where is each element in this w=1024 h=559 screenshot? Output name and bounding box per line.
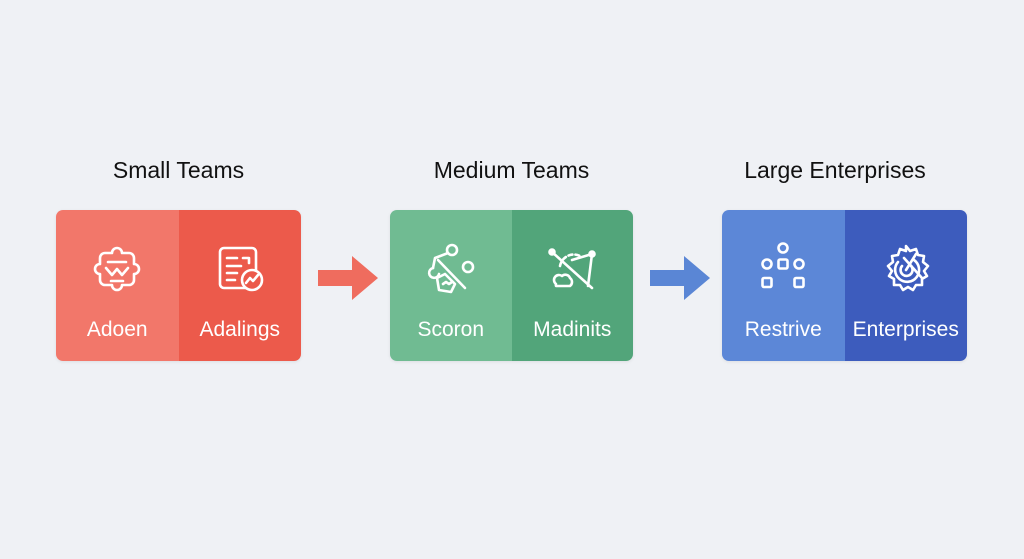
item-label: Restrive xyxy=(744,318,822,341)
arrow-right-icon xyxy=(318,256,378,300)
document-chart-icon xyxy=(218,246,264,292)
stage-card-small-teams: Adoen Adalings xyxy=(56,210,301,361)
item-label: Adalings xyxy=(199,318,281,341)
gear-icon xyxy=(886,244,930,292)
stage-title-large-enterprises: Large Enterprises xyxy=(744,157,926,183)
item-label: Madinits xyxy=(533,318,612,341)
stage-title-small-teams: Small Teams xyxy=(112,157,245,183)
item-restrive: Restrive xyxy=(722,210,845,361)
arrow-right-icon xyxy=(650,256,710,300)
item-label: Scoron xyxy=(417,318,485,341)
item-scoron: Scoron xyxy=(390,210,512,361)
network-icon xyxy=(427,243,475,294)
stage-card-medium-teams: Scoron Madinits xyxy=(390,210,633,361)
compass-icon xyxy=(548,248,597,290)
item-madinits: Madinits xyxy=(511,210,633,361)
badge-icon xyxy=(94,246,141,292)
item-adalings: Adalings xyxy=(178,210,301,361)
item-label: Enterprises xyxy=(852,318,959,341)
stage-card-large-enterprises: Restrive Enterprises xyxy=(722,210,967,361)
item-label: Adoen xyxy=(86,318,148,341)
item-adoen: Adoen xyxy=(56,210,179,361)
item-enterprises: Enterprises xyxy=(844,210,967,361)
hierarchy-icon xyxy=(761,242,806,289)
stage-title-medium-teams: Medium Teams xyxy=(433,157,590,183)
